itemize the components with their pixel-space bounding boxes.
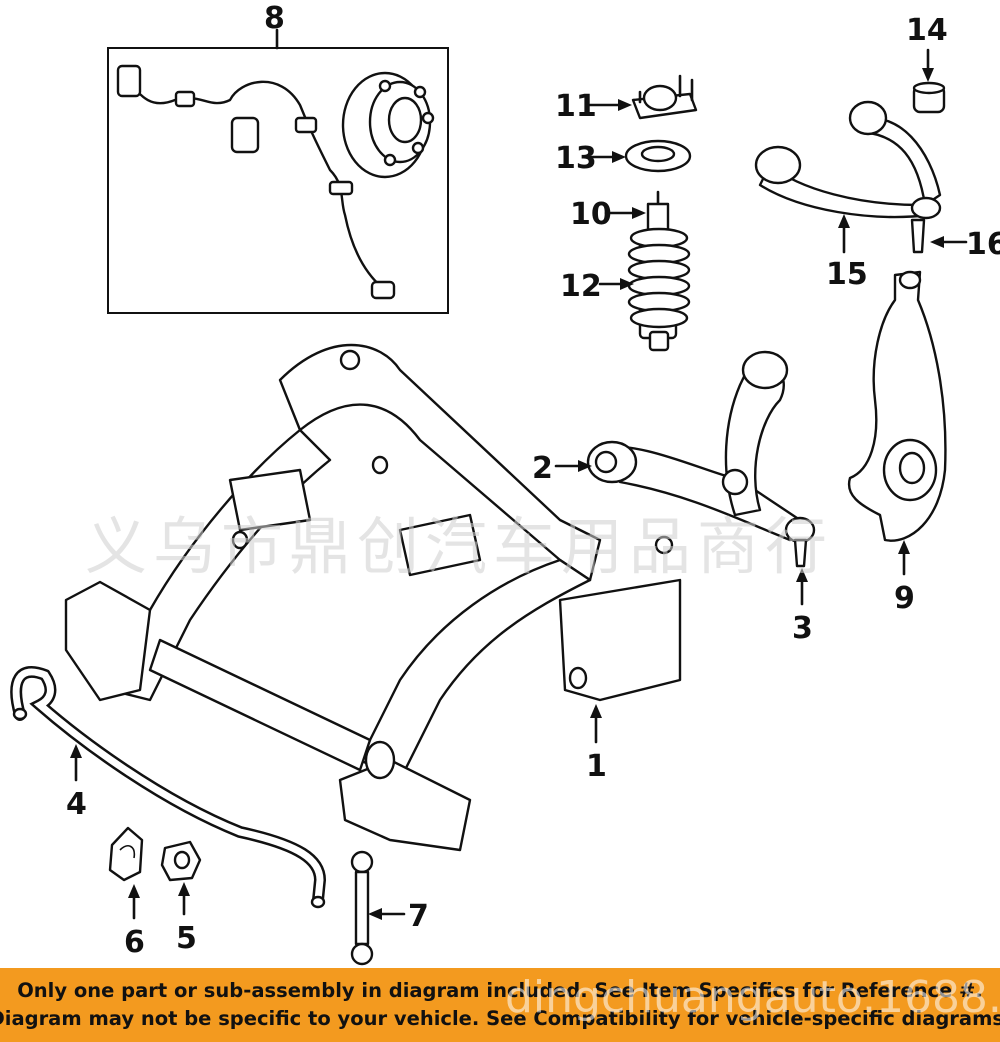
inner-bracket <box>398 513 482 577</box>
parts-diagram: 8 11 13 10 12 14 15 16 2 3 9 1 4 6 5 7 义… <box>10 1 1000 966</box>
callout-14: 14 <box>906 13 948 48</box>
watermark-chinese: 义乌市鼎创汽车用品商行 <box>85 510 833 583</box>
right-mount-tower <box>338 758 472 852</box>
part-1-crossmember <box>64 343 682 852</box>
callout-8: 8 <box>264 1 285 36</box>
callout-4: 4 <box>66 787 87 822</box>
callout-numbers: 8 11 13 10 12 14 15 16 2 3 9 1 4 6 5 7 <box>66 1 1000 960</box>
callout-16: 16 <box>966 227 1000 262</box>
left-mount-tower <box>64 580 152 702</box>
part-5-bar-bushing <box>160 840 202 882</box>
callout-15: 15 <box>826 257 868 292</box>
wire-clip-2 <box>294 116 318 134</box>
mount-hole <box>339 349 361 371</box>
disclaimer-banner: Only one part or sub-assembly in diagram… <box>0 968 1000 1042</box>
mount-boss <box>642 84 678 112</box>
knuckle-body <box>847 270 947 542</box>
right-rail <box>358 558 592 782</box>
upper-arm-bushing-rear <box>754 145 802 185</box>
disclaimer-line-2: Diagram may not be specific to your vehi… <box>0 1007 1000 1030</box>
mount-hole <box>364 740 396 780</box>
lower-arm-rear-leg <box>598 445 802 542</box>
leader-lines <box>70 48 968 920</box>
part-13-spring-seat <box>624 139 692 173</box>
hub-stud <box>378 79 392 93</box>
front-crossbeam <box>148 638 372 772</box>
hub-stud <box>383 153 397 167</box>
part-8-hub-sensor-group <box>107 28 449 314</box>
shock-bottom <box>648 330 670 352</box>
link-top-eye <box>350 850 374 874</box>
coil-spring <box>627 227 691 329</box>
part-9-steering-knuckle <box>847 270 947 542</box>
disclaimer-line-1: Only one part or sub-assembly in diagram… <box>17 979 983 1002</box>
bar-end-left <box>12 707 28 721</box>
part-16-ball-joint-stud <box>910 218 926 254</box>
callout-6: 6 <box>124 925 145 960</box>
sensor-head <box>230 116 260 154</box>
mount-hole <box>371 455 389 475</box>
callout-10: 10 <box>570 197 612 232</box>
part-14-bushing <box>912 81 946 114</box>
callout-1: 1 <box>586 749 607 784</box>
upper-arm-bushing-front <box>848 100 888 136</box>
bracket-body <box>108 826 144 882</box>
callout-3: 3 <box>792 611 813 646</box>
rear-bracket <box>558 578 682 702</box>
hub-center <box>387 96 423 144</box>
part-11-strut-mount <box>631 74 698 120</box>
wire-clip-3 <box>328 180 354 196</box>
callout-12: 12 <box>560 269 602 304</box>
lower-ball-joint-stud <box>793 538 808 568</box>
hub-stud <box>421 111 435 125</box>
upper-ball-joint <box>910 196 942 220</box>
sensor-end-plug <box>370 280 396 300</box>
callout-13: 13 <box>555 141 597 176</box>
hub-stud <box>413 85 427 99</box>
mount-hole <box>568 666 588 690</box>
sensor-connector <box>116 64 142 98</box>
part-6-bar-bracket <box>108 826 144 882</box>
mount-hole <box>654 535 674 555</box>
callout-11: 11 <box>555 89 597 124</box>
link-bottom-eye <box>350 942 374 966</box>
hub-stud <box>411 141 425 155</box>
part-15-upper-control-arm <box>754 100 942 254</box>
callout-5: 5 <box>176 921 197 956</box>
part-2-lower-control-arm <box>586 350 816 568</box>
callout-7: 7 <box>408 899 429 934</box>
callout-2: 2 <box>532 451 553 486</box>
lower-arm-bushing-front <box>741 350 789 390</box>
seat-inner <box>640 145 676 163</box>
inner-bracket <box>228 468 312 532</box>
knuckle-top-eye <box>898 270 922 290</box>
part-4-stabilizer-bar <box>10 666 327 909</box>
part-7-sway-bar-link <box>350 850 374 966</box>
mount-hole <box>231 530 249 550</box>
link-rod <box>354 870 370 946</box>
callout-9: 9 <box>894 581 915 616</box>
bar-end-right <box>310 895 326 909</box>
wire-clip-1 <box>174 90 196 108</box>
